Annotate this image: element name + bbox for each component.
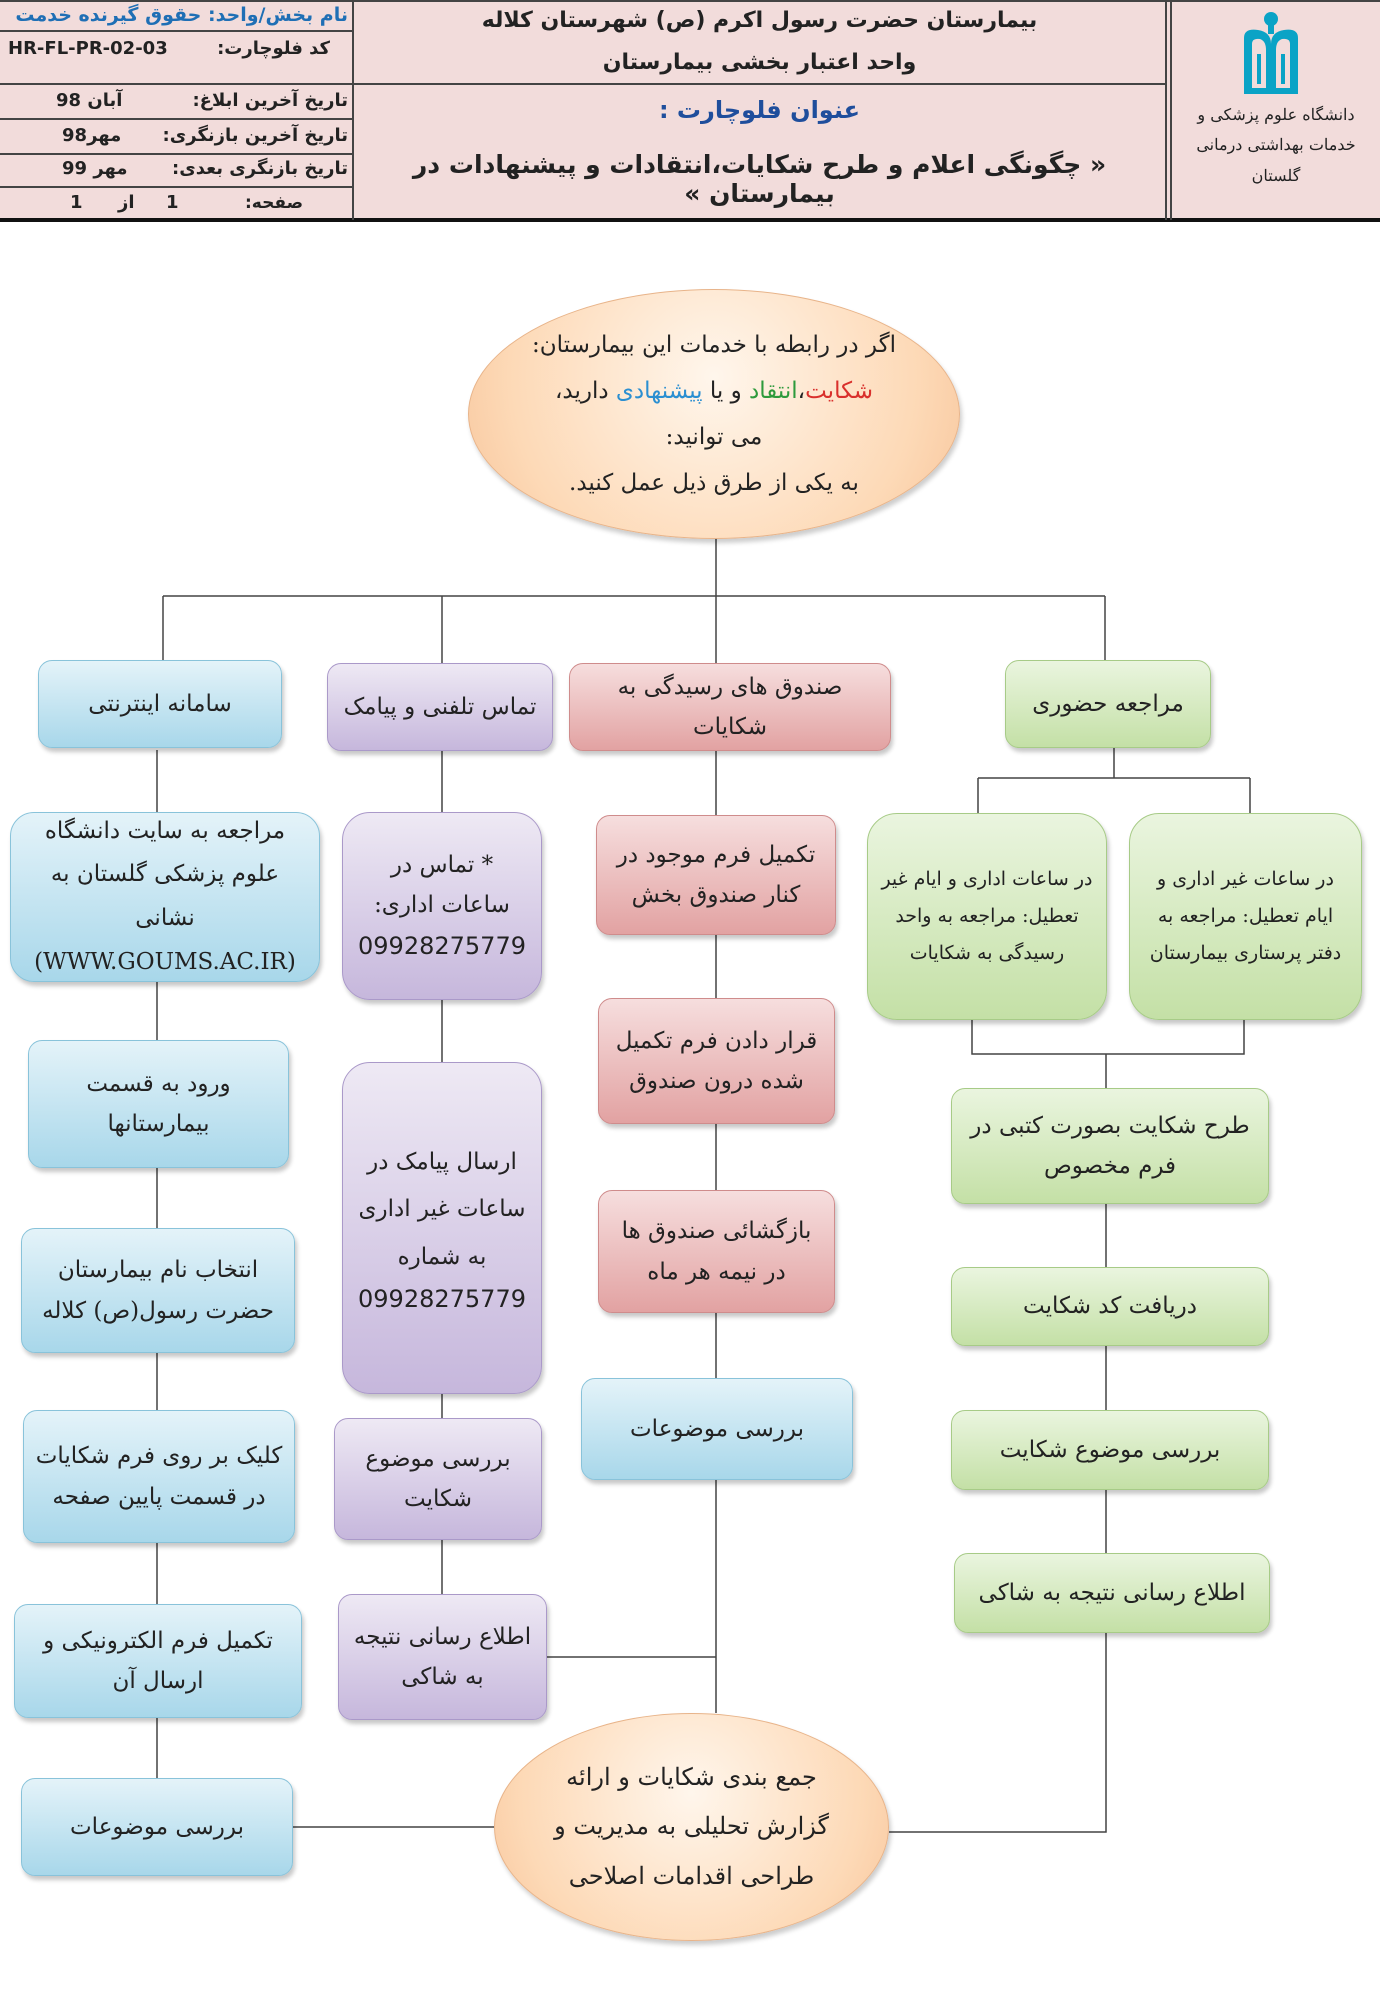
header-row-line (0, 186, 352, 188)
online-step: بررسی موضوعات (21, 1778, 293, 1876)
complaint-boxes-title: صندوق های رسیدگی به شکایات (569, 663, 891, 751)
university-name: دانشگاه علوم پزشکی و خدمات بهداشتی درمان… (1172, 100, 1380, 191)
word-or: و یا (702, 378, 750, 404)
phone-sms-title: تماس تلفنی و پیامک (327, 663, 553, 751)
header-divider-right-2 (1170, 0, 1172, 220)
university-name-line: خدمات بهداشتی درمانی (1196, 135, 1356, 155)
phone-call-text: * تماس در ساعات اداری: (374, 851, 510, 918)
review-value: مهر98 (62, 125, 122, 146)
review-topics-box: بررسی موضوعات (581, 1378, 853, 1480)
start-line: می توانید: (665, 424, 763, 450)
online-site-url: (WWW.GOUMS.AC.IR) (34, 948, 296, 975)
in-person-step: طرح شکایت بصورت کتبی در فرم مخصوص (951, 1088, 1269, 1204)
university-name-line: گلستان (1251, 165, 1301, 185)
online-site-text: مراجعه به سایت دانشگاه علوم پزشکی گلستان… (44, 817, 286, 931)
comma: ، (797, 378, 806, 404)
start-line: اگر در رابطه با خدمات این بیمارستان: (532, 332, 896, 358)
online-step: تکمیل فرم الکترونیکی و ارسال آن (14, 1604, 302, 1718)
online-system-title: سامانه اینترنتی (38, 660, 282, 748)
online-step: کلیک بر روی فرم شکایات در قسمت پایین صفح… (23, 1410, 295, 1543)
complaint-boxes-step: تکمیل فرم موجود در کنار صندوق بخش (596, 815, 836, 935)
in-person-title: مراجعه حضوری (1005, 660, 1211, 748)
word-complaint: شکایت (805, 378, 874, 404)
page-number: 1 (166, 192, 179, 213)
next-review-value: مهر 99 (62, 158, 128, 179)
notify-label: تاریخ آخرین ابلاغ: (192, 90, 348, 111)
header-divider-left (352, 0, 354, 220)
page-of: از (118, 192, 135, 213)
connector-line (441, 751, 716, 1658)
off-hours-box: در ساعات غیر اداری و ایام تعطیل: مراجعه … (1129, 813, 1362, 1020)
start-line: شکایت،انتقاد و یا پیشنهادی دارید، (532, 368, 896, 414)
header-border-bottom (0, 218, 1380, 222)
sms-number: 09928275779 (358, 1284, 526, 1313)
online-site-box: مراجعه به سایت دانشگاه علوم پزشکی گلستان… (10, 812, 320, 982)
flowchart-title-label: عنوان فلوچارت : (658, 96, 861, 124)
header-row-line (0, 30, 352, 32)
university-logo-icon (1244, 12, 1298, 95)
word-suggestion: پیشنهادی (615, 378, 703, 404)
connector-line (971, 1020, 1245, 1088)
next-review-label: تاریخ بازنگری بعدی: (172, 158, 348, 179)
complaint-boxes-step: بازگشائی صندوق ها در نیمه هر ماه (598, 1190, 835, 1313)
unit-label: نام بخش/واحد: حقوق گیرنده خدمت (15, 4, 348, 26)
hospital-unit: واحد اعتبار بخشی بیمارستان (602, 50, 917, 75)
in-person-step: دریافت کد شکایت (951, 1267, 1269, 1346)
sms-text: ارسال پیامک در ساعات غیر اداری به شماره (358, 1149, 526, 1270)
code-label: کد فلوچارت: (217, 38, 330, 59)
start-line: به یکی از طرق ذیل عمل کنید. (569, 470, 859, 496)
online-step: ورود به قسمت بیمارستانها (28, 1040, 289, 1168)
start-ellipse: اگر در رابطه با خدمات این بیمارستان: شکا… (468, 289, 960, 539)
phone-step: اطلاع رسانی نتیجه به شاکی (338, 1594, 547, 1720)
flowchart-title: « چگونگی اعلام و طرح شکایات،انتقادات و پ… (412, 150, 1107, 208)
header: نام بخش/واحد: حقوق گیرنده خدمت کد فلوچار… (0, 0, 1380, 222)
phone-call-number: 09928275779 (358, 932, 526, 961)
page-label: صفحه: (244, 193, 303, 213)
connector-line (977, 748, 1251, 813)
notify-value: آبان 98 (56, 90, 123, 111)
connector-line (156, 750, 494, 1828)
word-criticism: انتقاد (749, 378, 798, 404)
header-row-line (0, 118, 352, 120)
page-total: 1 (70, 192, 83, 213)
complaint-boxes-step: قرار دادن فرم تکمیل شده درون صندوق (598, 998, 835, 1124)
in-person-step: اطلاع رسانی نتیجه به شاکی (954, 1553, 1270, 1633)
header-border-top (0, 0, 1380, 2)
end-ellipse: جمع بندی شکایات و ارائه گزارش تحلیلی به … (494, 1713, 889, 1941)
hospital-name: بیمارستان حضرت رسول اکرم (ص) شهرستان کلا… (481, 8, 1038, 33)
sms-box: ارسال پیامک در ساعات غیر اداری به شماره … (342, 1062, 542, 1394)
header-row-line (0, 83, 1165, 85)
header-divider-right (1165, 0, 1167, 220)
in-person-step: بررسی موضوع شکایت (951, 1410, 1269, 1490)
header-row-line (0, 153, 352, 155)
university-name-line: دانشگاه علوم پزشکی و (1197, 105, 1355, 124)
word-tail: دارید، (554, 378, 616, 404)
online-step: انتخاب نام بیمارستان حضرت رسول(ص) کلاله (21, 1228, 295, 1353)
phone-call-box: * تماس در ساعات اداری: 09928275779 (342, 812, 542, 1000)
office-hours-box: در ساعات اداری و ایام غیر تعطیل: مراجعه … (867, 813, 1107, 1020)
phone-step: بررسی موضوع شکایت (334, 1418, 542, 1540)
connector-line (889, 1204, 1107, 1833)
code-value: HR-FL-PR-02-03 (8, 38, 168, 59)
review-label: تاریخ آخرین بازنگری: (162, 125, 348, 146)
